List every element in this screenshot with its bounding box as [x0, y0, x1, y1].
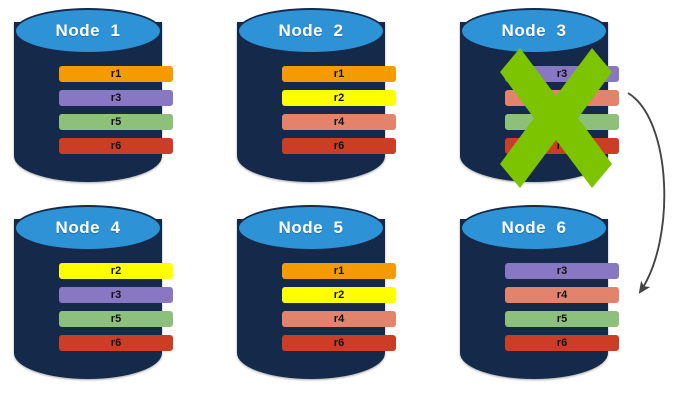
node-3-label: Node 3: [501, 21, 567, 40]
node-5-label: Node 5: [278, 218, 344, 237]
node-5[interactable]: r1 r2 r4 r6 Node 5: [237, 205, 396, 383]
record-bar[interactable]: r1: [282, 263, 396, 279]
cylinder-top: [237, 8, 385, 54]
cylinder-top: [460, 205, 608, 251]
node-4-records: r2 r3 r5 r6: [59, 263, 173, 351]
record-bar[interactable]: r6: [505, 335, 619, 351]
node-2[interactable]: r1 r2 r4 r6 Node 2: [237, 8, 396, 186]
node-3[interactable]: r3 r4 r5 r6 Node 3: [460, 8, 619, 188]
node-2-label: Node 2: [278, 21, 344, 40]
cylinder-top: [14, 8, 162, 54]
record-bar[interactable]: r6: [282, 335, 396, 351]
record-bar[interactable]: r1: [59, 66, 173, 82]
record-bar[interactable]: r6: [505, 138, 619, 154]
cylinder-top: [14, 205, 162, 251]
record-bar[interactable]: r6: [59, 138, 173, 154]
cylinder-top: [237, 205, 385, 251]
record-bar[interactable]: r3: [505, 66, 619, 82]
node-6-records: r3 r4 r5 r6: [505, 263, 619, 351]
record-bar[interactable]: r1: [282, 66, 396, 82]
node-6-label: Node 6: [501, 218, 567, 237]
record-bar[interactable]: r2: [59, 263, 173, 279]
node-3-records: r3 r4 r5 r6: [505, 66, 619, 154]
record-bar[interactable]: r2: [282, 90, 396, 106]
record-bar[interactable]: r5: [505, 114, 619, 130]
node-1[interactable]: r1 r3 r5 r6 Node 1: [14, 8, 173, 186]
record-bar[interactable]: r6: [59, 335, 173, 351]
record-bar[interactable]: r4: [505, 90, 619, 106]
record-bar[interactable]: r5: [505, 311, 619, 327]
record-bar[interactable]: r4: [282, 114, 396, 130]
node-2-records: r1 r2 r4 r6: [282, 66, 396, 154]
record-bar[interactable]: r3: [505, 263, 619, 279]
record-bar[interactable]: r2: [282, 287, 396, 303]
node-4-label: Node 4: [55, 218, 121, 237]
node-5-records: r1 r2 r4 r6: [282, 263, 396, 351]
record-bar[interactable]: r5: [59, 114, 173, 130]
record-bar[interactable]: r6: [282, 138, 396, 154]
node-1-records: r1 r3 r5 r6: [59, 66, 173, 154]
node-6[interactable]: r3 r4 r5 r6 Node 6: [460, 205, 619, 383]
record-bar[interactable]: r3: [59, 287, 173, 303]
failover-arrow-path: [627, 92, 666, 294]
record-bar[interactable]: r4: [282, 311, 396, 327]
node-1-label: Node 1: [55, 21, 121, 40]
record-bar[interactable]: r4: [505, 287, 619, 303]
record-bar[interactable]: r5: [59, 311, 173, 327]
node-4[interactable]: r2 r3 r5 r6 Node 4: [14, 205, 173, 383]
record-bar[interactable]: r3: [59, 90, 173, 106]
